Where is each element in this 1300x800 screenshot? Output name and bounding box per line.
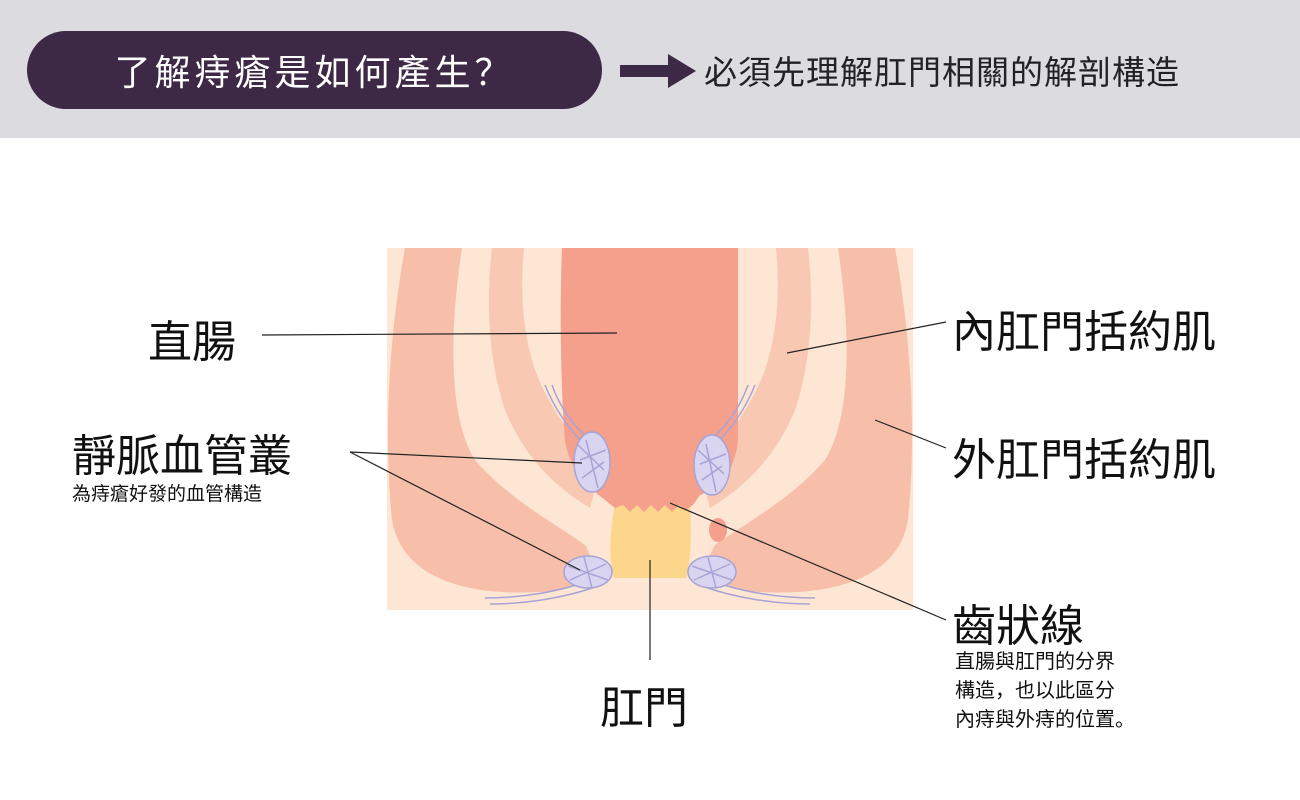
internal-venous-plexus-right bbox=[693, 384, 756, 496]
external-sphincter-leader bbox=[874, 419, 947, 449]
pink-node bbox=[709, 518, 727, 542]
internal-venous-plexus-left bbox=[544, 384, 611, 493]
anal-canal bbox=[610, 505, 691, 578]
venous-plexus-note: 為痔瘡好發的血管構造 bbox=[72, 483, 263, 505]
rectum-label: 直腸 bbox=[148, 317, 236, 368]
venous-leader-upper bbox=[349, 451, 583, 464]
dentate-note-line: 構造，也以此區分 bbox=[955, 678, 1115, 702]
external-sphincter-label: 外肛門括約肌 bbox=[952, 435, 1216, 486]
venous-plexus-label: 靜脈血管叢 bbox=[72, 431, 292, 482]
external-venous-plexus-left bbox=[484, 555, 613, 605]
dentate-line-note: 直腸與肛門的分界 構造，也以此區分 內痔與外痔的位置。 bbox=[955, 647, 1135, 734]
external-venous-plexus-right bbox=[687, 555, 816, 605]
dentate-note-line: 內痔與外痔的位置。 bbox=[955, 707, 1135, 731]
title-pill: 了解痔瘡是如何產生？ bbox=[27, 31, 602, 109]
dentate-note-line: 直腸與肛門的分界 bbox=[955, 649, 1115, 673]
dentate-line-label: 齒狀線 bbox=[952, 601, 1084, 652]
venous-leader-lower bbox=[349, 451, 581, 571]
page-title: 了解痔瘡是如何產生？ bbox=[114, 53, 515, 94]
anus-label: 肛門 bbox=[600, 683, 688, 734]
internal-sphincter-leader bbox=[786, 321, 947, 354]
rectum-leader bbox=[261, 332, 618, 336]
right-arrow-icon bbox=[620, 54, 696, 88]
leader-lines bbox=[261, 321, 947, 660]
dentate-leader bbox=[669, 502, 947, 621]
external-sphincter-right bbox=[708, 248, 913, 593]
internal-sphincter-label: 內肛門括約肌 bbox=[952, 307, 1216, 358]
header-band: 了解痔瘡是如何產生？ 必須先理解肛門相關的解剖構造 bbox=[0, 0, 1300, 138]
page-subtitle: 必須先理解肛門相關的解剖構造 bbox=[704, 53, 1180, 92]
